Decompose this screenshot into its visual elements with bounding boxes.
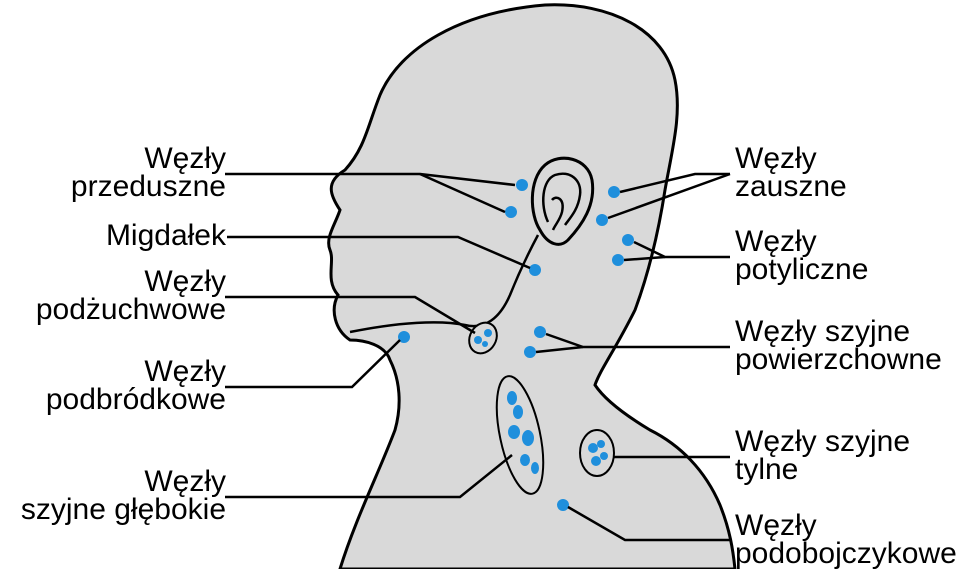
occipital-node (612, 254, 624, 266)
lymph-node (482, 341, 488, 347)
lymph-node (520, 454, 530, 466)
lymph-node (588, 443, 598, 453)
superficial-cervical-node (524, 346, 536, 358)
lymph-node (484, 329, 492, 337)
postauricular-node (596, 214, 608, 226)
postauricular-node (608, 186, 620, 198)
label-wezly-szyjne-tylne: Węzły szyjne tylne (735, 428, 910, 484)
posterior-cervical-node-cluster (580, 430, 614, 476)
lymph-node (513, 405, 523, 419)
lymph-node (531, 462, 539, 474)
preauricular-node (516, 179, 528, 191)
label-migdalek: Migdałek (106, 222, 226, 250)
lymph-node (597, 440, 605, 448)
preauricular-node (505, 206, 517, 218)
label-wezly-podobojczykowe: Węzły podobojczykowe (735, 512, 957, 568)
leader-podbrodkowe (225, 340, 400, 387)
lymph-node (600, 452, 608, 460)
label-wezly-potyliczne: Węzły potyliczne (735, 228, 868, 284)
label-wezly-przeduszne: Węzły przeduszne (71, 145, 226, 201)
occipital-node (622, 234, 634, 246)
lymph-node (507, 391, 517, 405)
lymph-node (522, 430, 534, 446)
label-wezly-szyjne-powierzchowne: Węzły szyjne powierzchowne (735, 318, 942, 374)
lymph-node (508, 425, 520, 439)
tonsil-node (529, 264, 541, 276)
label-wezly-szyjne-glebokie: Węzły szyjne głębokie (21, 468, 226, 524)
label-wezly-podzuchwowe: Węzły podżuchwowe (36, 268, 226, 324)
label-wezly-podbrodkowe: Węzły podbródkowe (46, 358, 226, 414)
lymph-node (591, 456, 601, 466)
label-wezly-zauszne: Węzły zauszne (735, 145, 847, 201)
lymph-node (474, 336, 482, 344)
subclavian-node (557, 499, 569, 511)
superficial-cervical-node (534, 326, 546, 338)
